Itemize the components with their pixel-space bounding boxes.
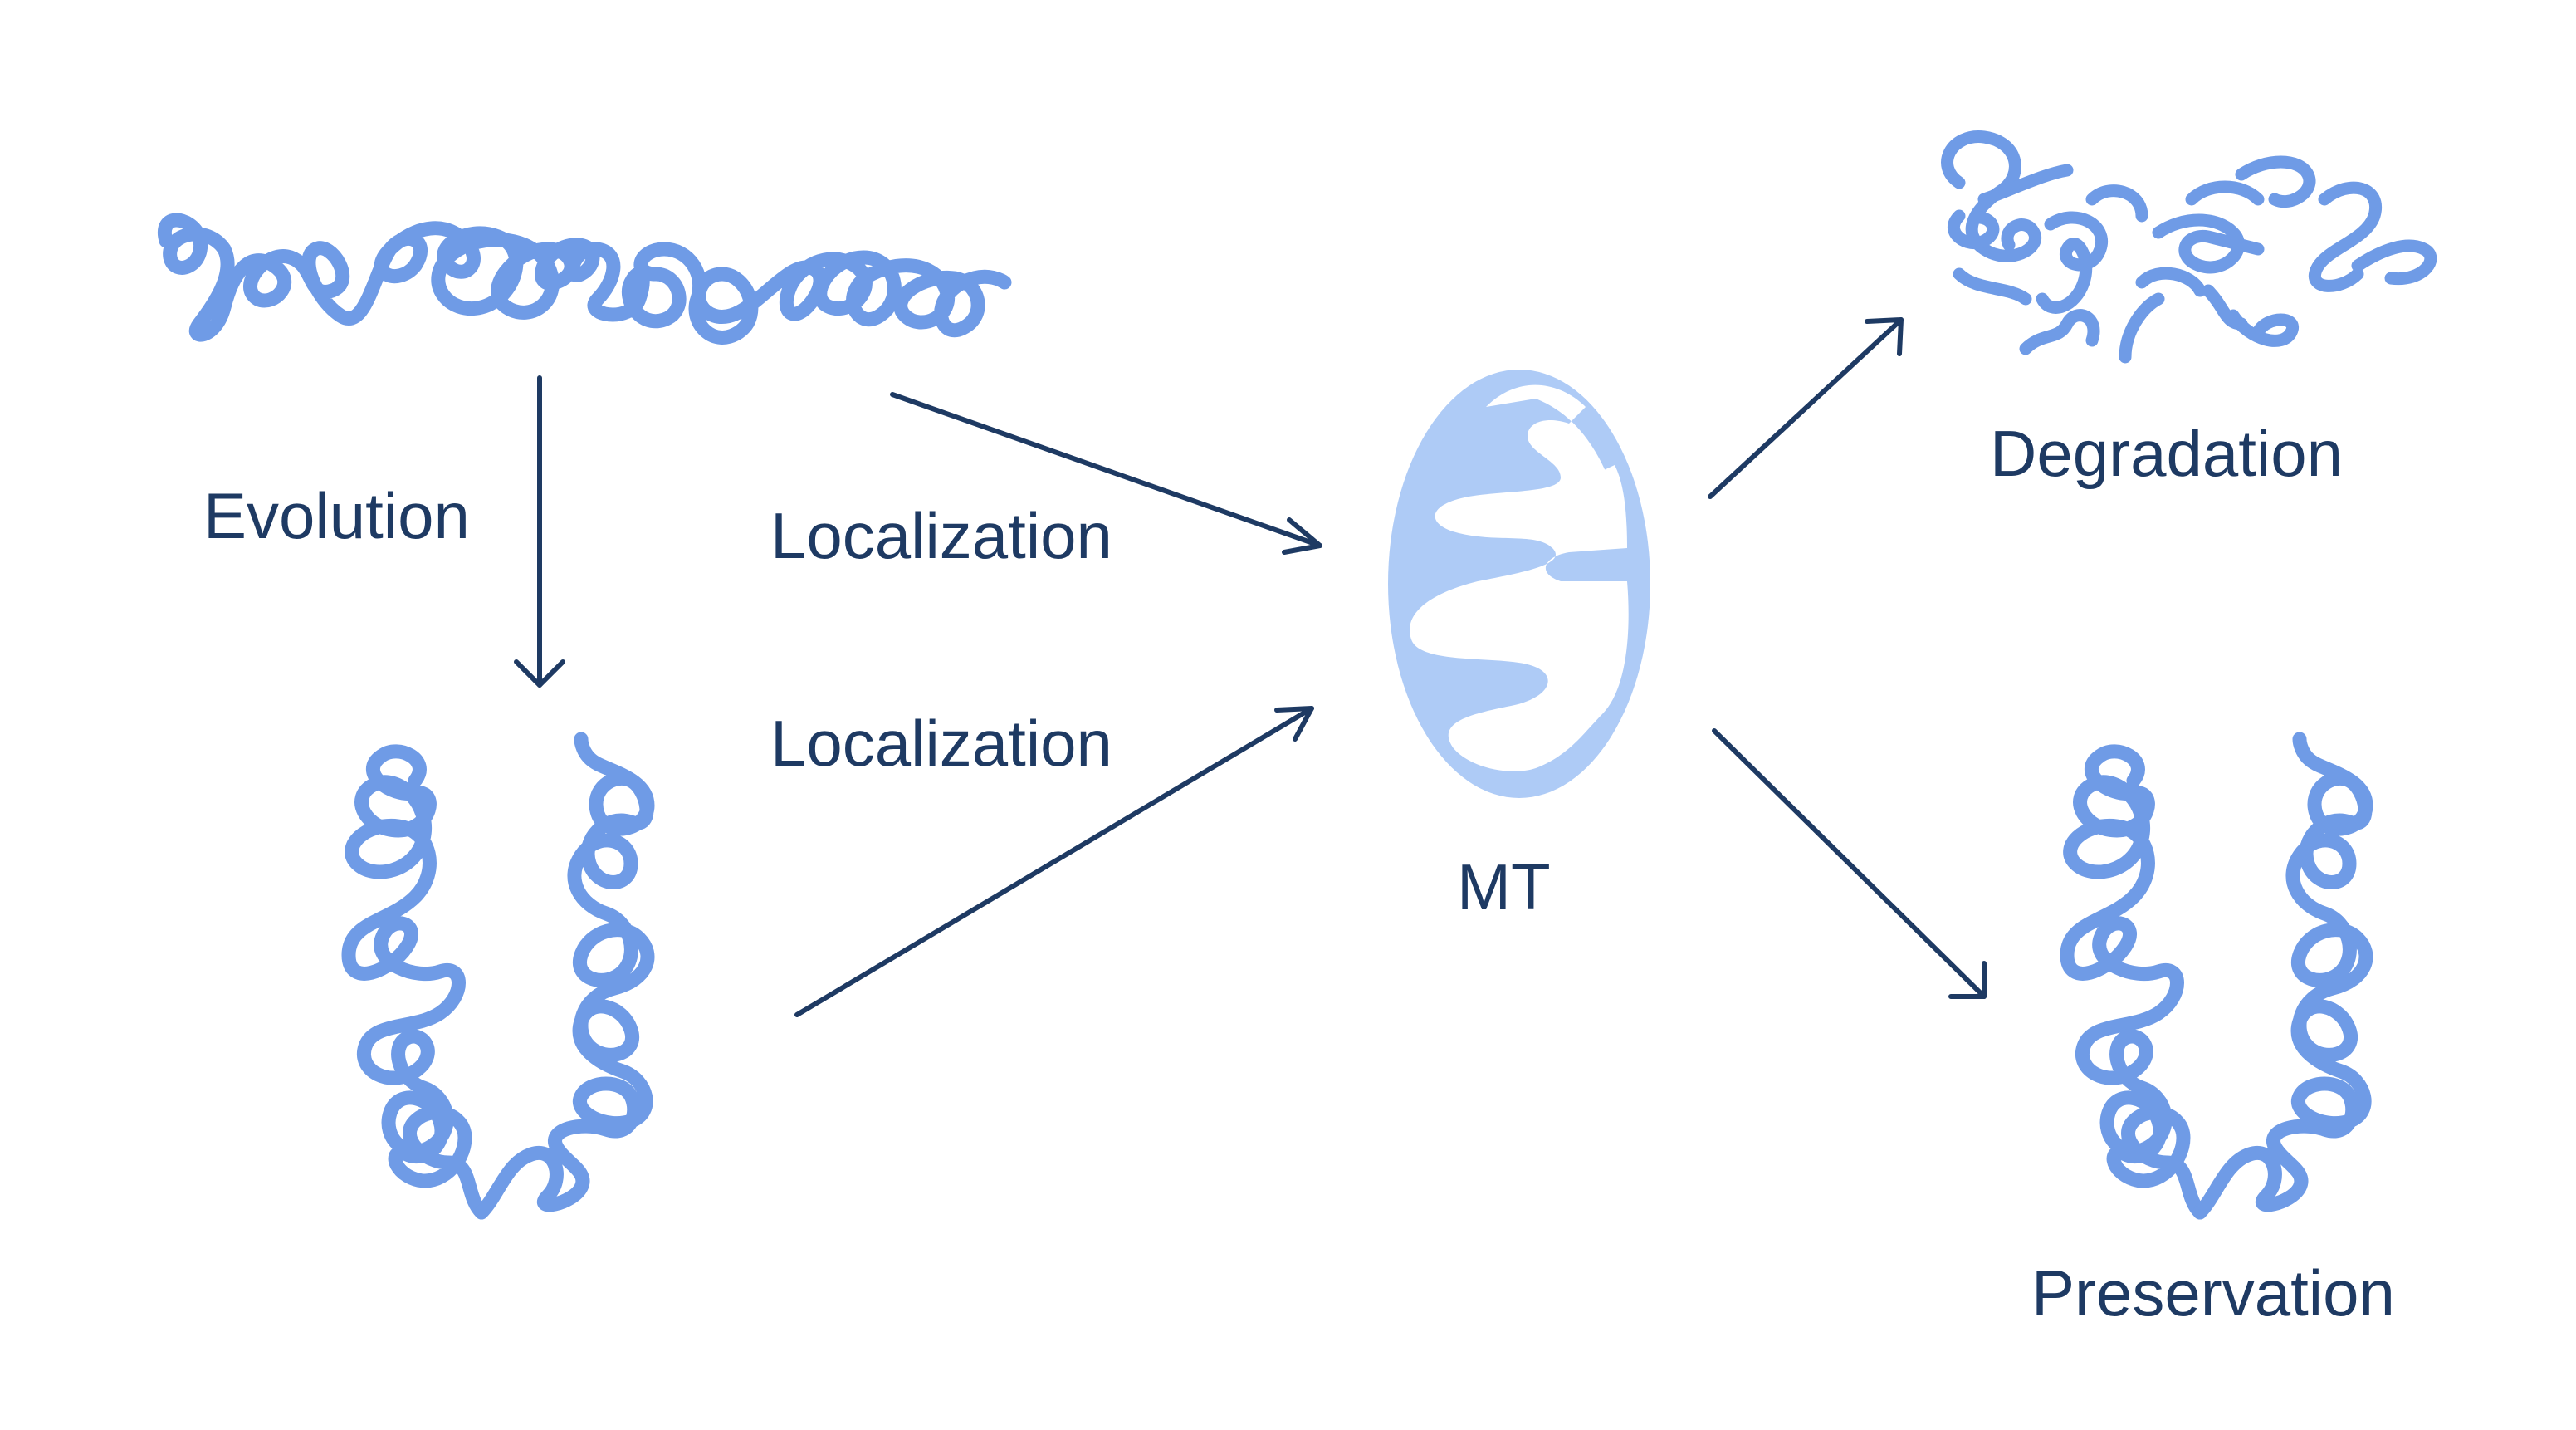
- mitochondrion-label: MT: [1457, 850, 1551, 923]
- degradation-label: Degradation: [1990, 417, 2343, 490]
- folded-protein-dimer-icon: [341, 732, 655, 1220]
- localization-arrow-bottom: [794, 706, 1314, 1017]
- unfolded-protein-chain-icon: [157, 213, 1012, 345]
- localization-label-bottom: Localization: [770, 707, 1112, 780]
- evolution-arrow: [514, 375, 565, 688]
- preservation-arrow: [1712, 728, 1987, 999]
- preservation-label: Preservation: [2031, 1256, 2395, 1330]
- localization-label-top: Localization: [770, 499, 1112, 572]
- preserved-protein-dimer-icon: [2060, 732, 2373, 1220]
- localization-arrow-top: [890, 392, 1322, 555]
- degradation-arrow: [1708, 317, 1904, 499]
- degraded-protein-fragments-icon: [1941, 130, 2437, 364]
- mitochondrion-icon: [1388, 370, 1650, 798]
- evolution-label: Evolution: [203, 479, 470, 552]
